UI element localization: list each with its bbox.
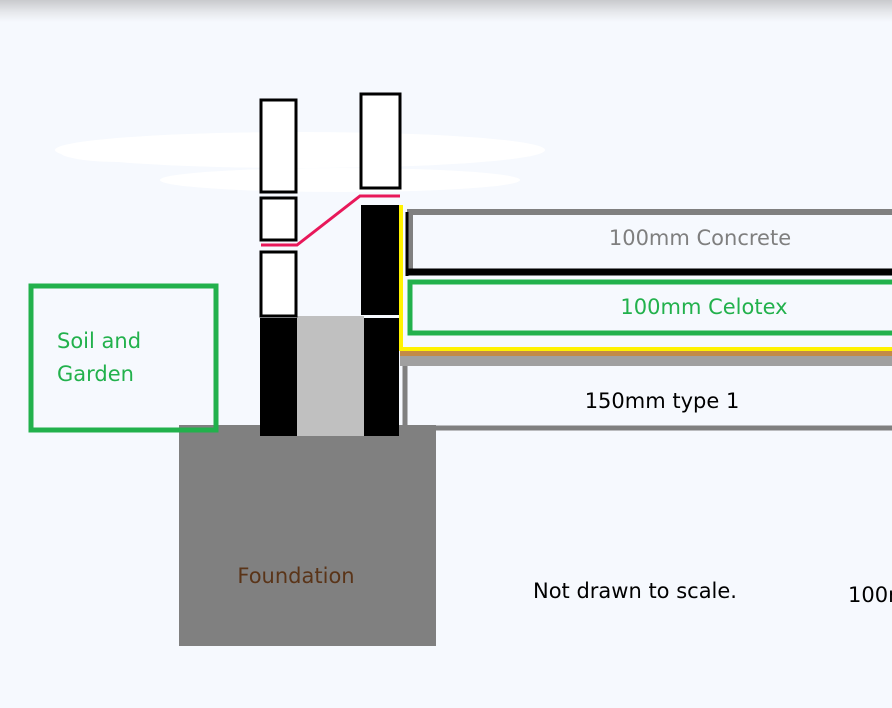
type1-hardcore	[402, 366, 892, 431]
sand-blinding-layer	[400, 351, 892, 356]
soil-garden-box	[28, 283, 219, 433]
outer-brick-3	[259, 250, 298, 318]
dpc-line	[261, 194, 400, 247]
foundation-label: Foundation	[237, 564, 354, 588]
type1-label: 150mm type 1	[585, 389, 740, 413]
soil-label-line2: Garden	[57, 362, 134, 386]
celotex-insulation	[407, 279, 892, 336]
concrete-label: 100mm Concrete	[609, 226, 791, 250]
soil-label-line1: Soil and	[57, 329, 141, 353]
inner-block-lower-black	[364, 318, 399, 436]
outer-brick-2	[259, 196, 298, 242]
outer-brick-1	[259, 98, 298, 194]
cut-off-label: 100m	[848, 583, 892, 607]
scale-note: Not drawn to scale.	[533, 579, 737, 603]
inner-block-upper-black	[361, 205, 400, 315]
background-smudge	[55, 132, 545, 192]
cavity-fill	[296, 316, 364, 436]
celotex-label: 100mm Celotex	[620, 295, 787, 319]
top-shadow	[0, 0, 892, 22]
foundation-block	[179, 425, 436, 646]
inner-block-top	[359, 92, 402, 190]
outer-block-below-ground	[260, 318, 297, 436]
membrane-grey-layer	[400, 356, 892, 366]
dpm-line	[399, 205, 892, 351]
